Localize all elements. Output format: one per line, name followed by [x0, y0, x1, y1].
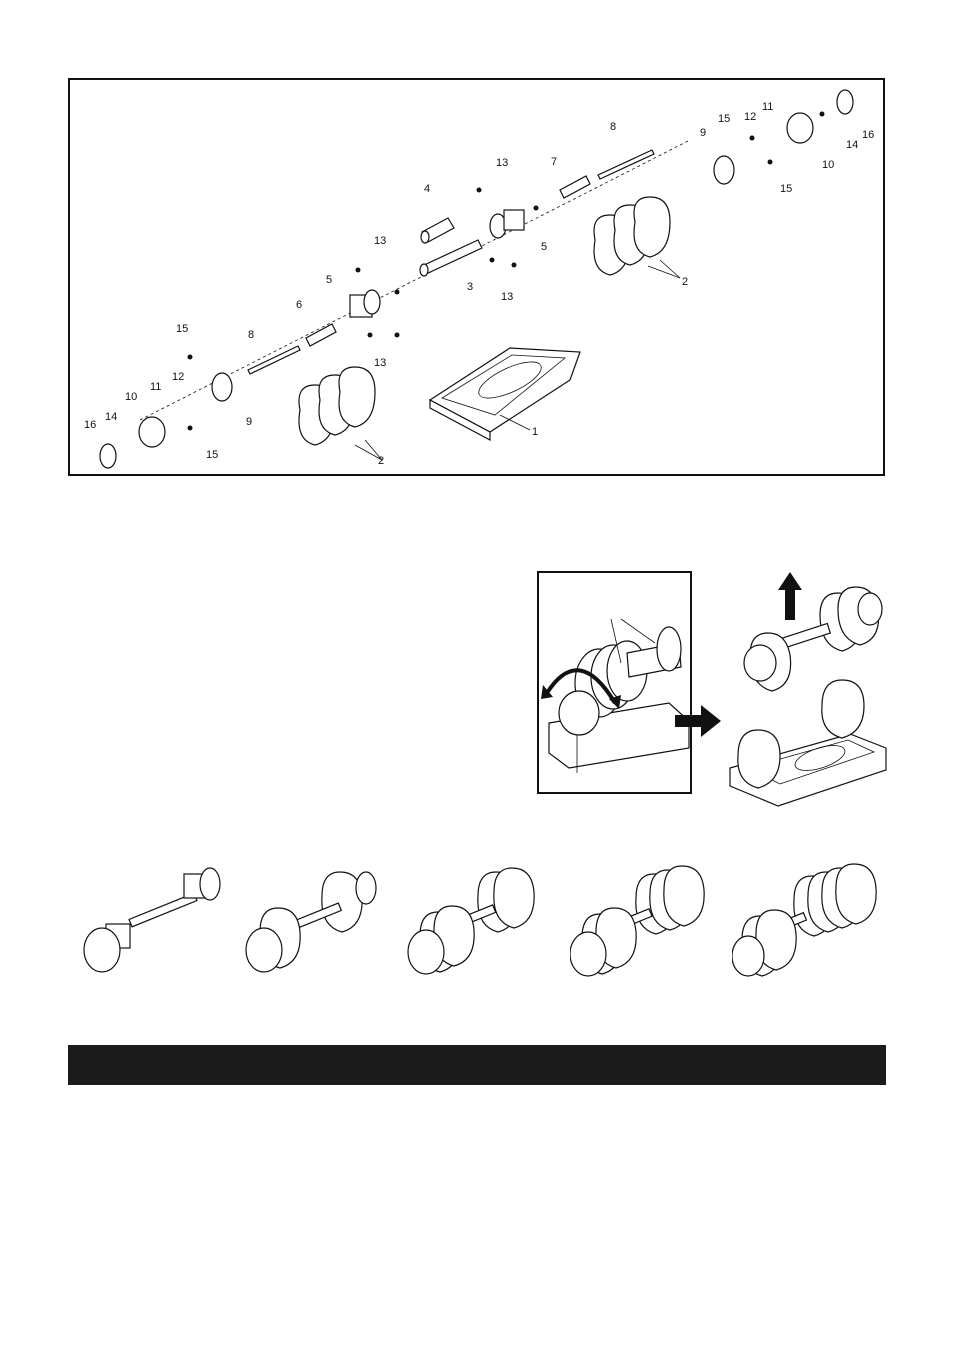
- callout-15: 15: [206, 449, 218, 461]
- callout-4: 4: [424, 183, 430, 195]
- end-disc-left: [212, 373, 232, 401]
- callout-14: 14: [105, 411, 117, 423]
- weight-setting-1: [78, 862, 228, 982]
- shaft-left: [248, 346, 300, 374]
- callout-6: 6: [296, 299, 302, 311]
- callout-15: 15: [780, 183, 792, 195]
- selector-right: [490, 210, 524, 238]
- weight-setting-3: [406, 862, 556, 982]
- knob-adjust-detail: [537, 571, 692, 794]
- callout-14: 14: [846, 139, 858, 151]
- base-tray: [430, 348, 580, 440]
- callout-11: 11: [762, 101, 773, 113]
- callout-10: 10: [125, 391, 137, 403]
- knob-left: [139, 417, 165, 447]
- callout-10: 10: [822, 159, 834, 171]
- callout-11: 11: [150, 381, 161, 393]
- weight-setting-5: [732, 862, 882, 982]
- knob-right: [787, 113, 813, 143]
- callout-16: 16: [84, 419, 96, 431]
- shaft-right: [598, 150, 654, 179]
- callout-9: 9: [700, 127, 706, 139]
- selector-left: [350, 290, 380, 317]
- callout-8: 8: [248, 329, 254, 341]
- callout-16: 16: [862, 129, 874, 141]
- callout-1: 1: [532, 426, 538, 438]
- callout-13: 13: [501, 291, 513, 303]
- callout-12: 12: [744, 111, 756, 123]
- sleeve-left: [306, 324, 336, 346]
- callout-5: 5: [541, 241, 547, 253]
- weight-plates-left: [299, 367, 382, 460]
- weight-plates-right: [594, 197, 680, 278]
- handle-tube: [420, 240, 482, 276]
- end-label-left: [100, 444, 116, 468]
- callout-12: 12: [172, 371, 184, 383]
- base-with-plates: [728, 676, 888, 812]
- callout-15: 15: [176, 323, 188, 335]
- callout-2: 2: [682, 276, 688, 288]
- callout-13: 13: [496, 157, 508, 169]
- end-disc-right: [714, 156, 734, 184]
- callout-9: 9: [246, 416, 252, 428]
- end-label-right: [837, 90, 853, 114]
- weight-setting-4: [570, 862, 720, 982]
- callout-13: 13: [374, 235, 386, 247]
- callout-3: 3: [467, 281, 473, 293]
- callout-13: 13: [374, 357, 386, 369]
- callout-2: 2: [378, 455, 384, 467]
- callout-5: 5: [326, 274, 332, 286]
- right-arrow-icon: [675, 705, 723, 737]
- exploded-parts-diagram: 1 2 2 3 4 5 5 6 7 8 8 9 9 10 10 11 11 12…: [68, 78, 885, 476]
- sleeve-right: [560, 176, 590, 198]
- callout-7: 7: [551, 156, 557, 168]
- section-header-bar: [68, 1045, 886, 1085]
- weight-setting-2: [242, 862, 392, 982]
- callout-8: 8: [610, 121, 616, 133]
- grip-sleeve: [421, 218, 454, 243]
- callout-15: 15: [718, 113, 730, 125]
